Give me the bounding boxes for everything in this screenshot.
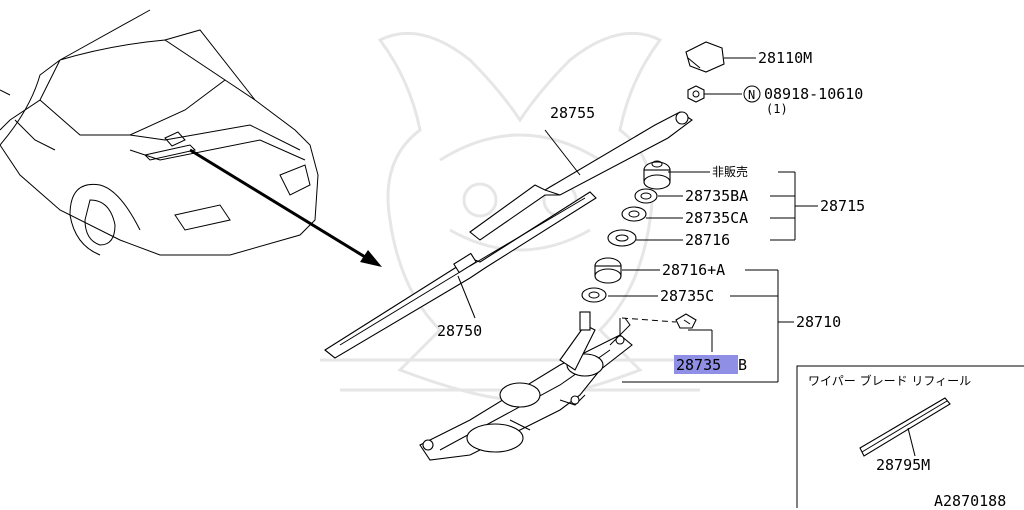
label-08918-10610: 08918-10610: [764, 85, 863, 103]
label-28750: 28750: [437, 322, 482, 340]
label-28755: 28755: [550, 104, 595, 122]
label-28715: 28715: [820, 197, 865, 215]
label-nut-qty: (1): [766, 102, 788, 116]
bushing-stack: [581, 160, 671, 303]
refill-inset: ワイパー ブレード リフィール 28795M: [796, 365, 1024, 508]
highlight-28735B: [674, 355, 738, 374]
arrow-pointer: [189, 148, 382, 267]
clip-28735B: [619, 313, 697, 335]
refill-title: ワイパー ブレード リフィール: [808, 373, 971, 388]
nut-08918: [687, 85, 705, 103]
label-28716: 28716: [685, 231, 730, 249]
watermark-crest: [320, 31, 720, 402]
label-28735BA: 28735BA: [685, 187, 748, 205]
label-28795M: 28795M: [876, 456, 930, 474]
cap-28110M: [685, 41, 725, 73]
label-28735B-main: 28735: [676, 356, 721, 374]
label-28735B-suffix: B: [738, 356, 747, 374]
label-28735CA: 28735CA: [685, 209, 748, 227]
car-illustration: [0, 9, 319, 256]
n-circle: [743, 85, 761, 103]
figure-code: A2870188: [934, 492, 1006, 510]
label-28110M: 28110M: [758, 49, 812, 67]
label-not-sold: 非販売: [712, 164, 748, 179]
part-labels: 28110M N 08918-10610 (1) 28755 非販売 28735…: [437, 49, 865, 374]
label-nut-prefix: N: [748, 88, 755, 102]
wiper-linkage-28710: [419, 311, 633, 461]
label-28710: 28710: [796, 313, 841, 331]
label-28716A: 28716+A: [662, 261, 725, 279]
wiper-arm-28755: [469, 111, 693, 241]
leader-lines: [457, 57, 818, 383]
label-28735C: 28735C: [660, 287, 714, 305]
wiper-blade-28750: [324, 191, 597, 359]
